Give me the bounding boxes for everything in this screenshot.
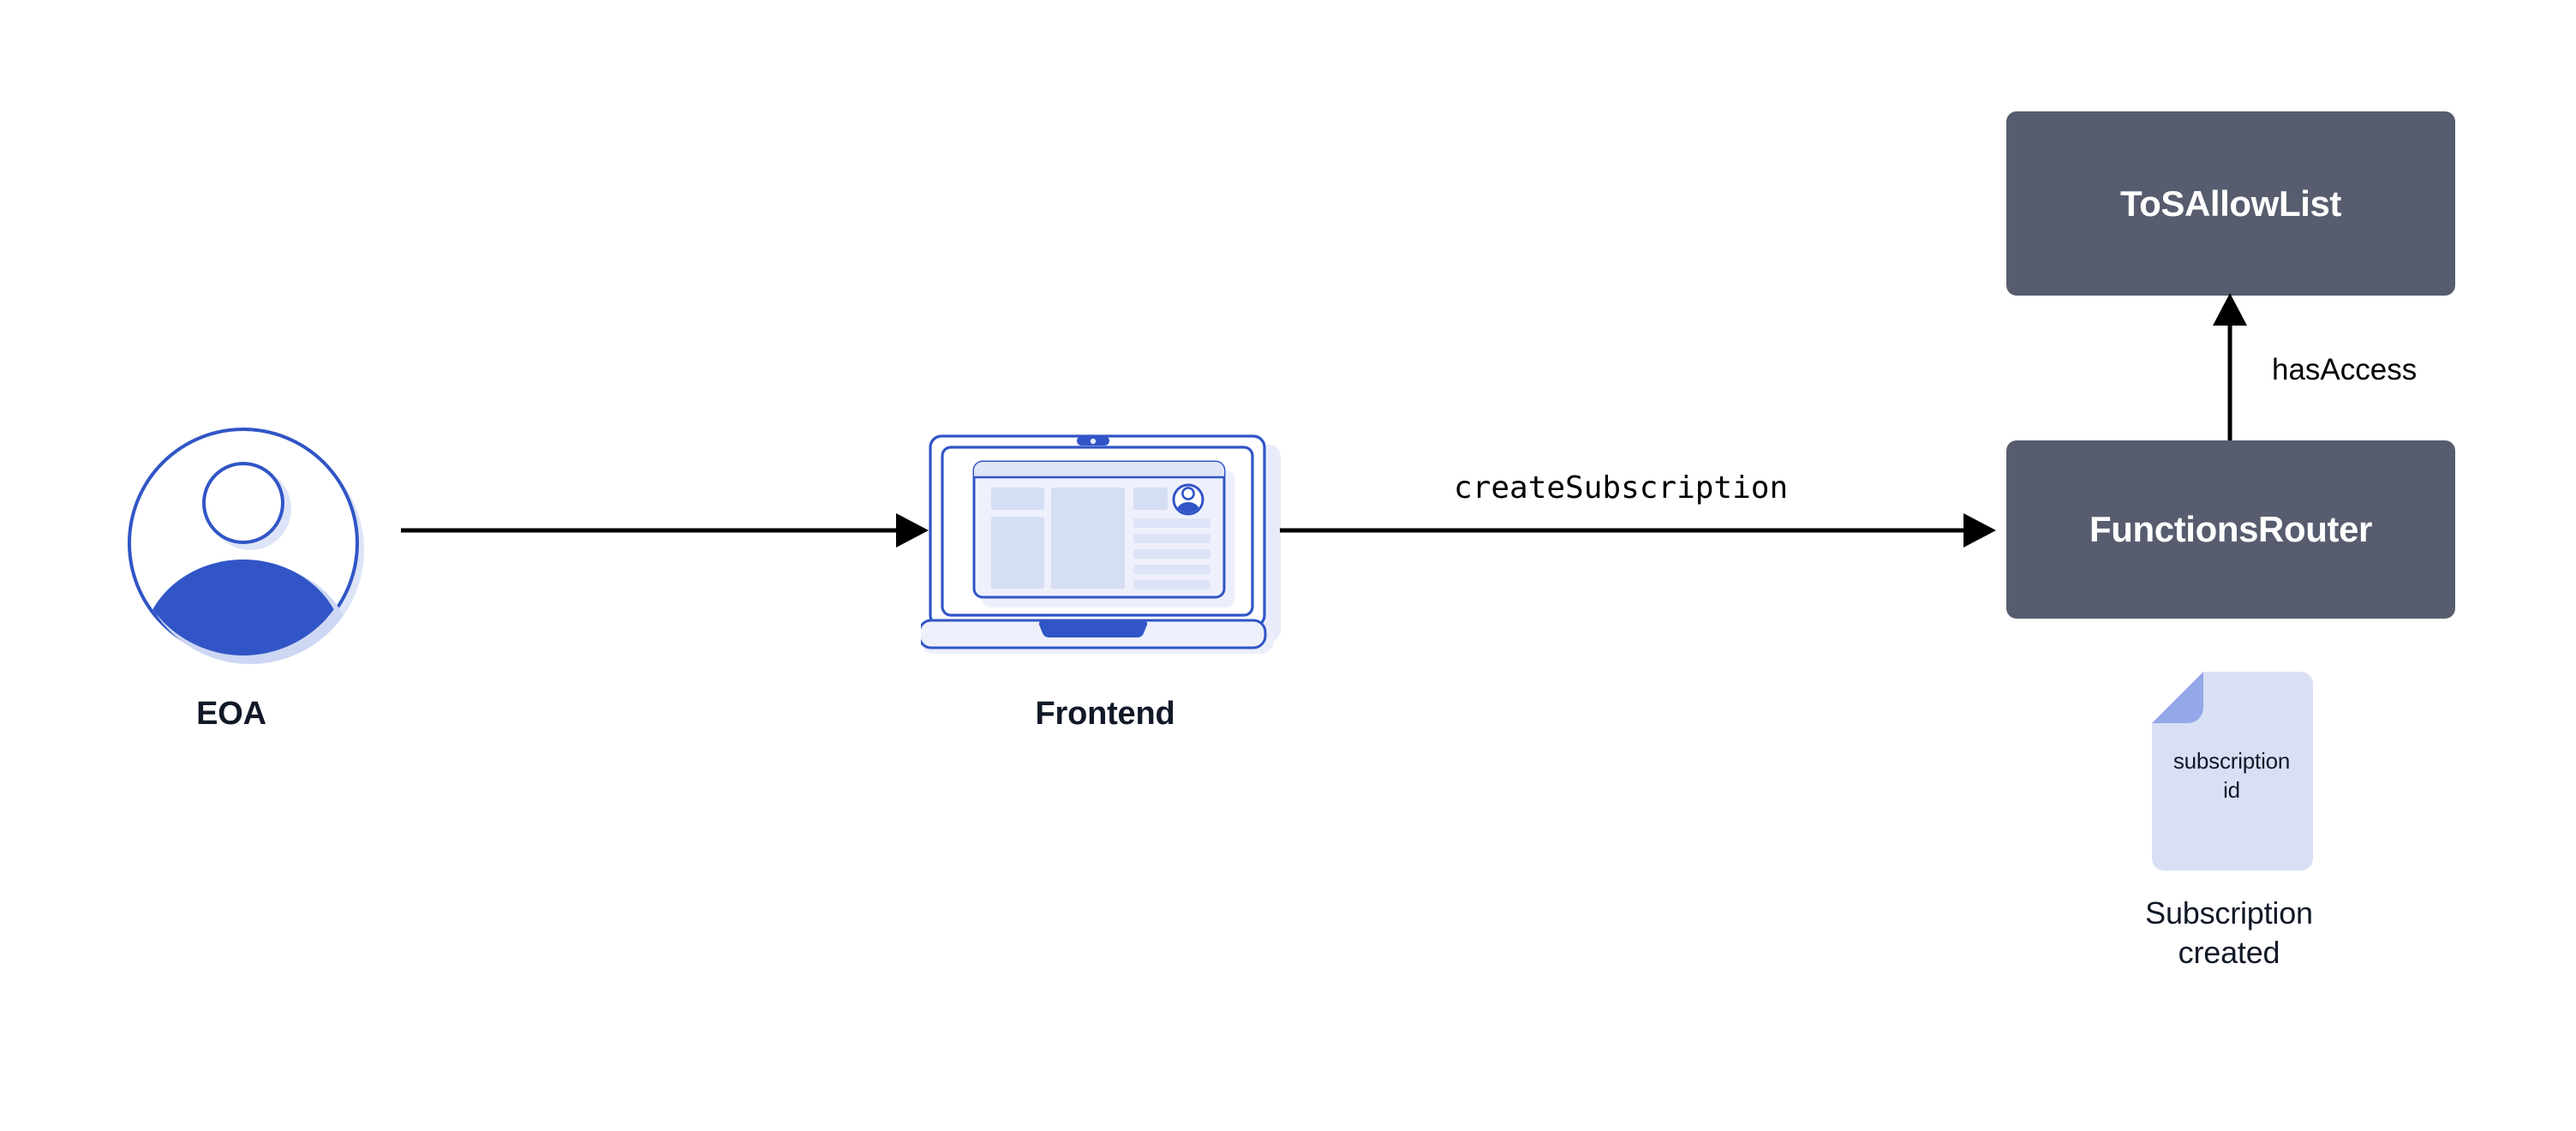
document-inner-label: subscription id xyxy=(2152,747,2311,805)
screen-avatar-icon xyxy=(1172,483,1204,516)
subscription-created-caption-line2: created xyxy=(2178,935,2280,971)
laptop-icon xyxy=(921,434,1281,654)
user-avatar-icon xyxy=(128,428,364,664)
edge-label-has-access: hasAccess xyxy=(2272,353,2418,386)
node-tos-allow-list[interactable]: ToSAllowList xyxy=(2006,111,2455,296)
subscription-created-caption-line1: Subscription xyxy=(2145,895,2313,931)
document-inner-label-line1: subscription xyxy=(2173,748,2291,774)
document-inner-label-line2: id xyxy=(2223,776,2240,803)
node-functions-router-label: FunctionsRouter xyxy=(2089,509,2372,549)
arrow-functions-router-to-tos-allow-list xyxy=(2213,293,2247,442)
document-icon xyxy=(2152,672,2313,871)
node-functions-router[interactable]: FunctionsRouter xyxy=(2006,440,2455,619)
arrow-frontend-to-functions-router xyxy=(1280,513,1996,548)
subscription-created-caption: Subscription created xyxy=(2101,894,2358,972)
arrow-eoa-to-frontend xyxy=(401,513,929,548)
edge-label-create-subscription: createSubscription xyxy=(1454,470,1789,506)
node-tos-allow-list-label: ToSAllowList xyxy=(2119,183,2342,224)
eoa-label: EOA xyxy=(196,696,266,732)
frontend-label: Frontend xyxy=(1035,696,1175,732)
